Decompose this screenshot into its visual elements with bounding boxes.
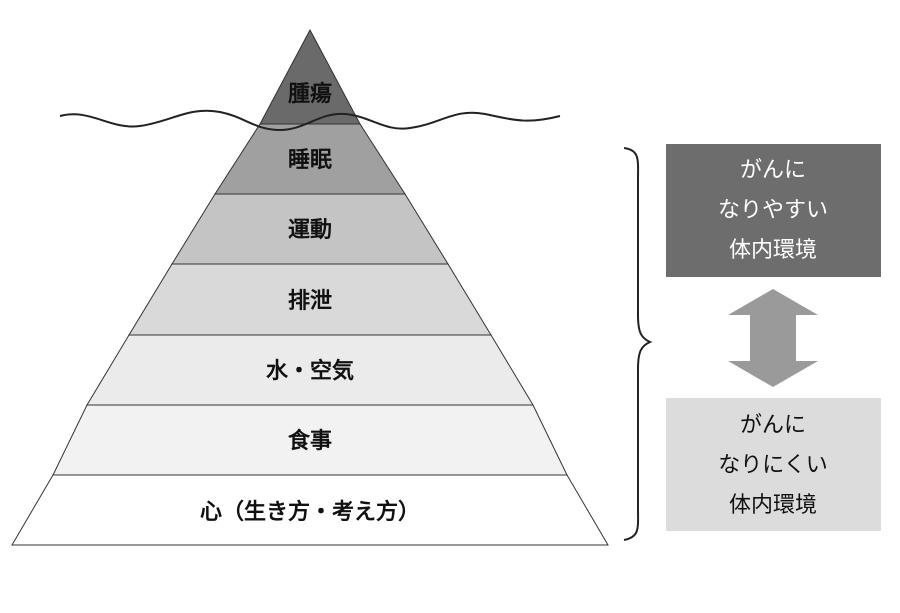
pyramid-tip-label: 腫瘍 (288, 81, 332, 107)
box-resistant-environment: がんに なりにくい 体内環境 (666, 398, 881, 531)
waterline-wave (59, 109, 561, 132)
pyramid-layer-label: 排泄 (288, 289, 332, 314)
box-prone-line: 体内環境 (729, 238, 817, 263)
box-prone-line: がんに (740, 158, 806, 183)
box-prone-background (666, 144, 881, 277)
box-prone-environment: がんに なりやすい 体内環境 (666, 144, 881, 277)
pyramid-layer-label: 運動 (288, 218, 332, 243)
pyramid: 腫瘍 睡眠 運動 排泄 水・空気 食事 心（生き方・考え方） (11, 28, 609, 546)
pyramid-layer-label: 食事 (288, 428, 332, 454)
box-prone-line: なりやすい (718, 198, 828, 223)
box-resistant-line: がんに (740, 413, 806, 438)
pyramid-layer-mind (11, 474, 609, 546)
pyramid-layer-label: 心（生き方・考え方） (200, 499, 420, 525)
curly-brace (623, 147, 653, 541)
pyramid-layer-label: 水・空気 (266, 358, 354, 384)
pyramid-tip-tumor (259, 28, 361, 125)
double-arrow (728, 289, 818, 387)
box-resistant-line: 体内環境 (729, 493, 817, 518)
pyramid-layer-label: 睡眠 (288, 148, 332, 173)
box-resistant-background (666, 398, 881, 531)
box-resistant-line: なりにくい (718, 453, 828, 478)
